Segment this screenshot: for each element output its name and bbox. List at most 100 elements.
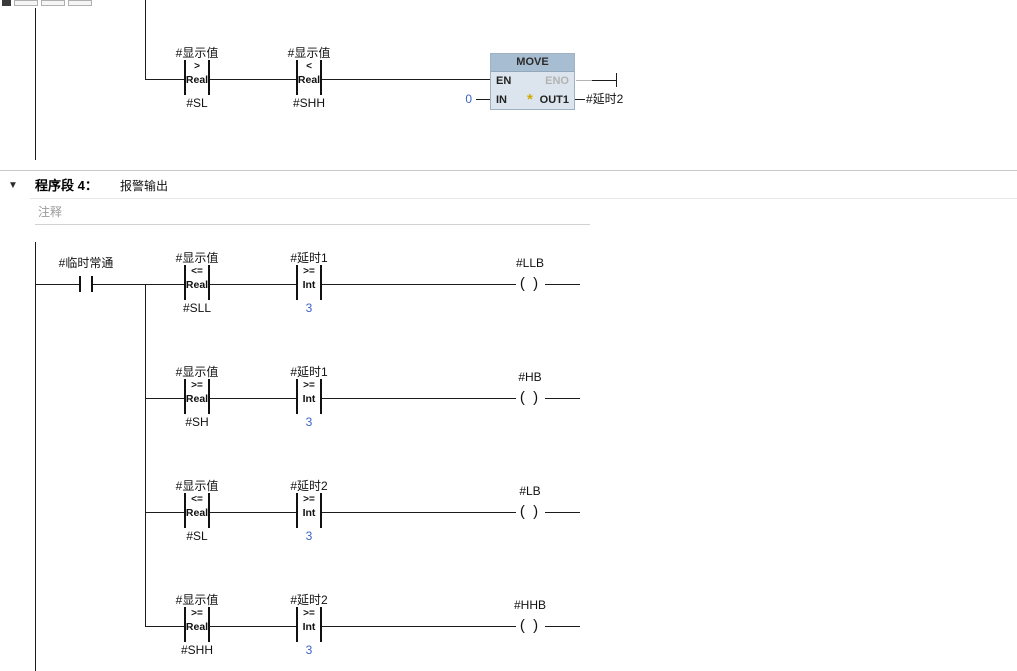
move-title[interactable]: MOVE <box>491 54 574 72</box>
contact-operand[interactable]: #SHH <box>292 96 325 110</box>
contact-operand[interactable]: #SLL <box>182 301 212 315</box>
contact-bar-right <box>208 493 210 528</box>
contact-label[interactable]: #延时1 <box>290 251 328 265</box>
wire <box>322 284 516 285</box>
compare-contact[interactable]: #显示值 >= Real #SHH <box>137 594 257 658</box>
compare-contact[interactable]: #延时1 >= Int 3 <box>249 252 369 316</box>
contact-bar-right <box>320 607 322 642</box>
contact-label[interactable]: #临时常通 <box>58 256 114 270</box>
header-divider <box>30 198 1017 199</box>
contact-operand[interactable]: #SH <box>185 415 209 429</box>
wire <box>145 398 184 399</box>
network-collapse-icon[interactable]: ▼ <box>8 180 18 191</box>
compare-datatype[interactable]: Real <box>185 621 209 633</box>
compare-contact[interactable]: #显示值 > Real #SL <box>137 47 257 111</box>
pin-in[interactable]: IN <box>496 94 507 106</box>
compare-operator[interactable]: >= <box>303 608 315 619</box>
compare-operator[interactable]: >= <box>191 380 203 391</box>
wire <box>35 284 79 285</box>
network-comment-title[interactable]: 报警输出 <box>120 179 169 193</box>
compare-datatype[interactable]: Int <box>302 621 316 633</box>
comment-divider <box>35 224 590 225</box>
clipped-toolbar-fragment <box>68 0 92 6</box>
contact-label[interactable]: #显示值 <box>175 593 219 607</box>
contact-label[interactable]: #延时2 <box>290 479 328 493</box>
compare-contact[interactable]: #显示值 <= Real #SLL <box>137 252 257 316</box>
pin-out1[interactable]: OUT1 <box>539 94 569 106</box>
contact-bar-right[interactable] <box>91 276 93 292</box>
wire <box>322 79 490 80</box>
coil[interactable]: ( ) <box>519 503 541 520</box>
wire <box>322 626 516 627</box>
coil-operand[interactable]: #LLB <box>515 256 545 270</box>
wire <box>210 398 296 399</box>
branch-rail <box>145 0 146 80</box>
pin-eno[interactable]: ENO <box>545 75 569 87</box>
contact-label[interactable]: #显示值 <box>287 46 331 60</box>
compare-operator[interactable]: >= <box>303 380 315 391</box>
compare-datatype[interactable]: Int <box>302 393 316 405</box>
contact-label[interactable]: #显示值 <box>175 251 219 265</box>
contact-bar-left <box>184 60 186 95</box>
contact-operand[interactable]: #SL <box>186 529 208 543</box>
pin-en[interactable]: EN <box>496 75 512 87</box>
contact-bar-right <box>320 265 322 300</box>
contact-bar-right <box>320 493 322 528</box>
compare-contact[interactable]: #延时2 >= Int 3 <box>249 480 369 544</box>
contact-operand[interactable]: #SHH <box>180 643 213 657</box>
coil[interactable]: ( ) <box>519 275 541 292</box>
wire <box>145 626 184 627</box>
contact-label[interactable]: #显示值 <box>175 365 219 379</box>
contact-bar-left <box>296 379 298 414</box>
compare-datatype[interactable]: Real <box>185 279 209 291</box>
insert-output-star-icon[interactable]: * <box>527 91 533 108</box>
network-title[interactable]: 程序段 4： <box>35 178 98 193</box>
contact-label[interactable]: #延时2 <box>290 593 328 607</box>
contact-bar-right <box>208 607 210 642</box>
compare-datatype[interactable]: Real <box>185 393 209 405</box>
contact-bar-left[interactable] <box>79 276 81 292</box>
contact-label[interactable]: #显示值 <box>175 479 219 493</box>
compare-datatype[interactable]: Real <box>185 74 209 86</box>
compare-datatype[interactable]: Int <box>302 507 316 519</box>
compare-contact[interactable]: #延时2 >= Int 3 <box>249 594 369 658</box>
contact-operand[interactable]: #SL <box>186 96 208 110</box>
compare-contact[interactable]: #延时1 >= Int 3 <box>249 366 369 430</box>
wire <box>145 284 184 285</box>
compare-datatype[interactable]: Real <box>297 74 321 86</box>
wire <box>145 512 184 513</box>
contact-operand[interactable]: 3 <box>305 415 313 429</box>
network-comment-placeholder[interactable]: 注释 <box>38 205 63 219</box>
coil[interactable]: ( ) <box>519 617 541 634</box>
contact-label[interactable]: #延时1 <box>290 365 328 379</box>
compare-operator[interactable]: < <box>306 61 312 72</box>
contact-operand[interactable]: 3 <box>305 301 313 315</box>
wire <box>93 284 145 285</box>
wire <box>210 626 296 627</box>
compare-operator[interactable]: > <box>194 61 200 72</box>
compare-datatype[interactable]: Real <box>185 507 209 519</box>
move-instruction-box[interactable]: MOVE EN ENO IN OUT1 * <box>490 53 575 110</box>
contact-operand[interactable]: 3 <box>305 529 313 543</box>
compare-operator[interactable]: >= <box>303 266 315 277</box>
coil-operand[interactable]: #HB <box>518 370 542 384</box>
contact-label[interactable]: #显示值 <box>175 46 219 60</box>
compare-operator[interactable]: <= <box>191 266 203 277</box>
move-in-value[interactable]: 0 <box>465 92 472 106</box>
compare-datatype[interactable]: Int <box>302 279 316 291</box>
contact-bar-right <box>208 379 210 414</box>
compare-operator[interactable]: <= <box>191 494 203 505</box>
contact-bar-left <box>296 265 298 300</box>
compare-contact[interactable]: #显示值 >= Real #SH <box>137 366 257 430</box>
compare-contact[interactable]: #显示值 <= Real #SL <box>137 480 257 544</box>
coil[interactable]: ( ) <box>519 389 541 406</box>
contact-operand[interactable]: 3 <box>305 643 313 657</box>
compare-operator[interactable]: >= <box>191 608 203 619</box>
coil-operand[interactable]: #HHB <box>513 598 547 612</box>
compare-operator[interactable]: >= <box>303 494 315 505</box>
compare-contact[interactable]: #显示值 < Real #SHH <box>249 47 369 111</box>
move-out1-operand[interactable]: #延时2 <box>586 92 624 106</box>
coil-operand[interactable]: #LB <box>519 484 541 498</box>
wire <box>575 99 585 100</box>
